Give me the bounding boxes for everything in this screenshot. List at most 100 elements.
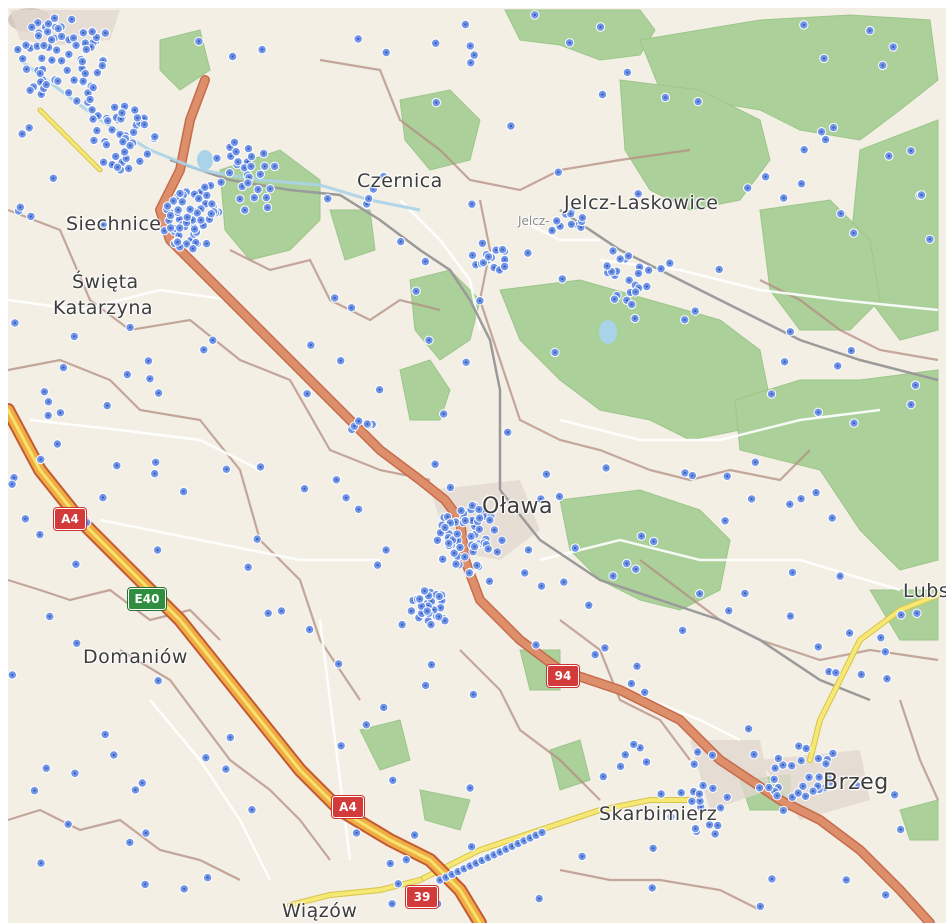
map-marker-center <box>868 29 871 32</box>
place-label-domaniow: Domaniów <box>83 646 188 668</box>
map-marker-center <box>496 550 499 554</box>
map-marker-center <box>683 471 687 475</box>
map-marker-center <box>782 196 785 200</box>
map-marker-center <box>471 519 474 522</box>
map-marker-center <box>698 792 701 796</box>
map-marker-center <box>105 143 108 146</box>
map-marker-center <box>638 746 642 749</box>
map-marker-center <box>118 133 122 136</box>
map-marker-center <box>169 214 172 217</box>
data-point-markers[interactable] <box>8 10 935 912</box>
map-marker-center <box>382 706 385 709</box>
map-marker-center <box>909 149 913 152</box>
map-marker-center <box>781 763 785 767</box>
map-marker-center <box>540 831 544 834</box>
map-marker-center <box>399 240 402 243</box>
map-marker-center <box>478 299 482 302</box>
map-marker-center <box>628 279 631 282</box>
map-marker-center <box>526 251 530 255</box>
map-marker-center <box>494 248 498 252</box>
map-marker-center <box>82 80 85 83</box>
map-marker-center <box>176 240 179 244</box>
map-marker-center <box>782 809 785 812</box>
map-marker-center <box>156 548 159 552</box>
map-marker-center <box>534 834 538 837</box>
map-marker-center <box>126 373 129 376</box>
map-marker-center <box>128 144 132 147</box>
map-marker-center <box>727 609 730 612</box>
place-label-olawa: Oława <box>482 494 554 519</box>
map-marker-center <box>80 67 84 70</box>
map-marker-center <box>128 326 132 329</box>
map-marker-center <box>478 528 481 531</box>
map-marker-center <box>215 157 219 160</box>
map-marker-center <box>822 57 826 60</box>
map-marker-center <box>427 594 430 597</box>
map-marker-center <box>166 204 169 208</box>
map-marker-center <box>630 303 633 306</box>
map-marker-center <box>385 51 388 54</box>
map-marker-center <box>146 152 149 156</box>
map-marker-center <box>19 206 22 209</box>
map-marker-center <box>182 490 185 493</box>
map-marker-center <box>38 533 42 536</box>
map-marker-center <box>887 154 891 158</box>
map-marker-center <box>391 779 394 782</box>
map-marker-center <box>831 516 834 520</box>
map-marker-center <box>625 299 628 302</box>
map-marker-center <box>28 89 32 92</box>
map-marker-center <box>510 845 514 848</box>
map-marker-center <box>366 422 369 426</box>
map-canvas[interactable] <box>8 8 946 923</box>
map-marker-center <box>750 497 753 501</box>
map-marker-center <box>632 743 635 746</box>
map-view[interactable]: Czernica Jelcz-Laskowice Jelcz- Siechnic… <box>8 8 946 923</box>
map-marker-center <box>157 679 160 682</box>
map-marker-center <box>708 823 711 826</box>
map-marker-center <box>48 615 51 618</box>
map-marker-center <box>202 348 205 351</box>
map-marker-center <box>579 226 583 229</box>
map-marker-center <box>468 864 472 868</box>
map-marker-center <box>205 194 208 197</box>
map-marker-center <box>92 139 96 142</box>
map-marker-center <box>625 562 628 565</box>
map-marker-center <box>832 126 835 129</box>
map-marker-center <box>824 138 827 141</box>
map-marker-center <box>458 546 462 549</box>
map-marker-center <box>630 682 633 685</box>
map-marker-center <box>503 258 506 261</box>
map-marker-center <box>115 464 119 467</box>
map-marker-center <box>148 377 152 380</box>
map-marker-center <box>427 339 431 342</box>
map-marker-center <box>47 414 50 417</box>
map-marker-center <box>594 653 597 656</box>
map-marker-center <box>229 155 232 158</box>
map-marker-center <box>580 855 584 858</box>
map-marker-center <box>424 260 427 263</box>
map-marker-center <box>96 114 100 118</box>
map-marker-center <box>203 186 206 189</box>
map-marker-center <box>111 163 114 166</box>
map-marker-center <box>493 528 496 532</box>
map-marker-center <box>444 876 448 879</box>
map-marker-center <box>478 516 481 520</box>
map-marker-center <box>791 571 794 574</box>
map-marker-center <box>694 827 697 830</box>
map-marker-center <box>55 48 58 52</box>
map-marker-center <box>557 171 560 174</box>
map-marker-center <box>928 238 931 241</box>
map-marker-center <box>350 306 353 309</box>
map-marker-center <box>555 219 558 223</box>
map-marker-center <box>56 79 59 83</box>
map-marker-center <box>473 53 476 57</box>
map-marker-center <box>920 193 923 197</box>
map-marker-center <box>818 775 821 779</box>
map-marker-center <box>860 673 863 676</box>
map-marker-center <box>418 597 421 601</box>
map-marker-center <box>191 218 194 222</box>
map-marker-center <box>193 193 196 196</box>
map-marker-center <box>208 218 211 221</box>
map-marker-center <box>178 218 181 221</box>
map-marker-center <box>376 563 379 567</box>
